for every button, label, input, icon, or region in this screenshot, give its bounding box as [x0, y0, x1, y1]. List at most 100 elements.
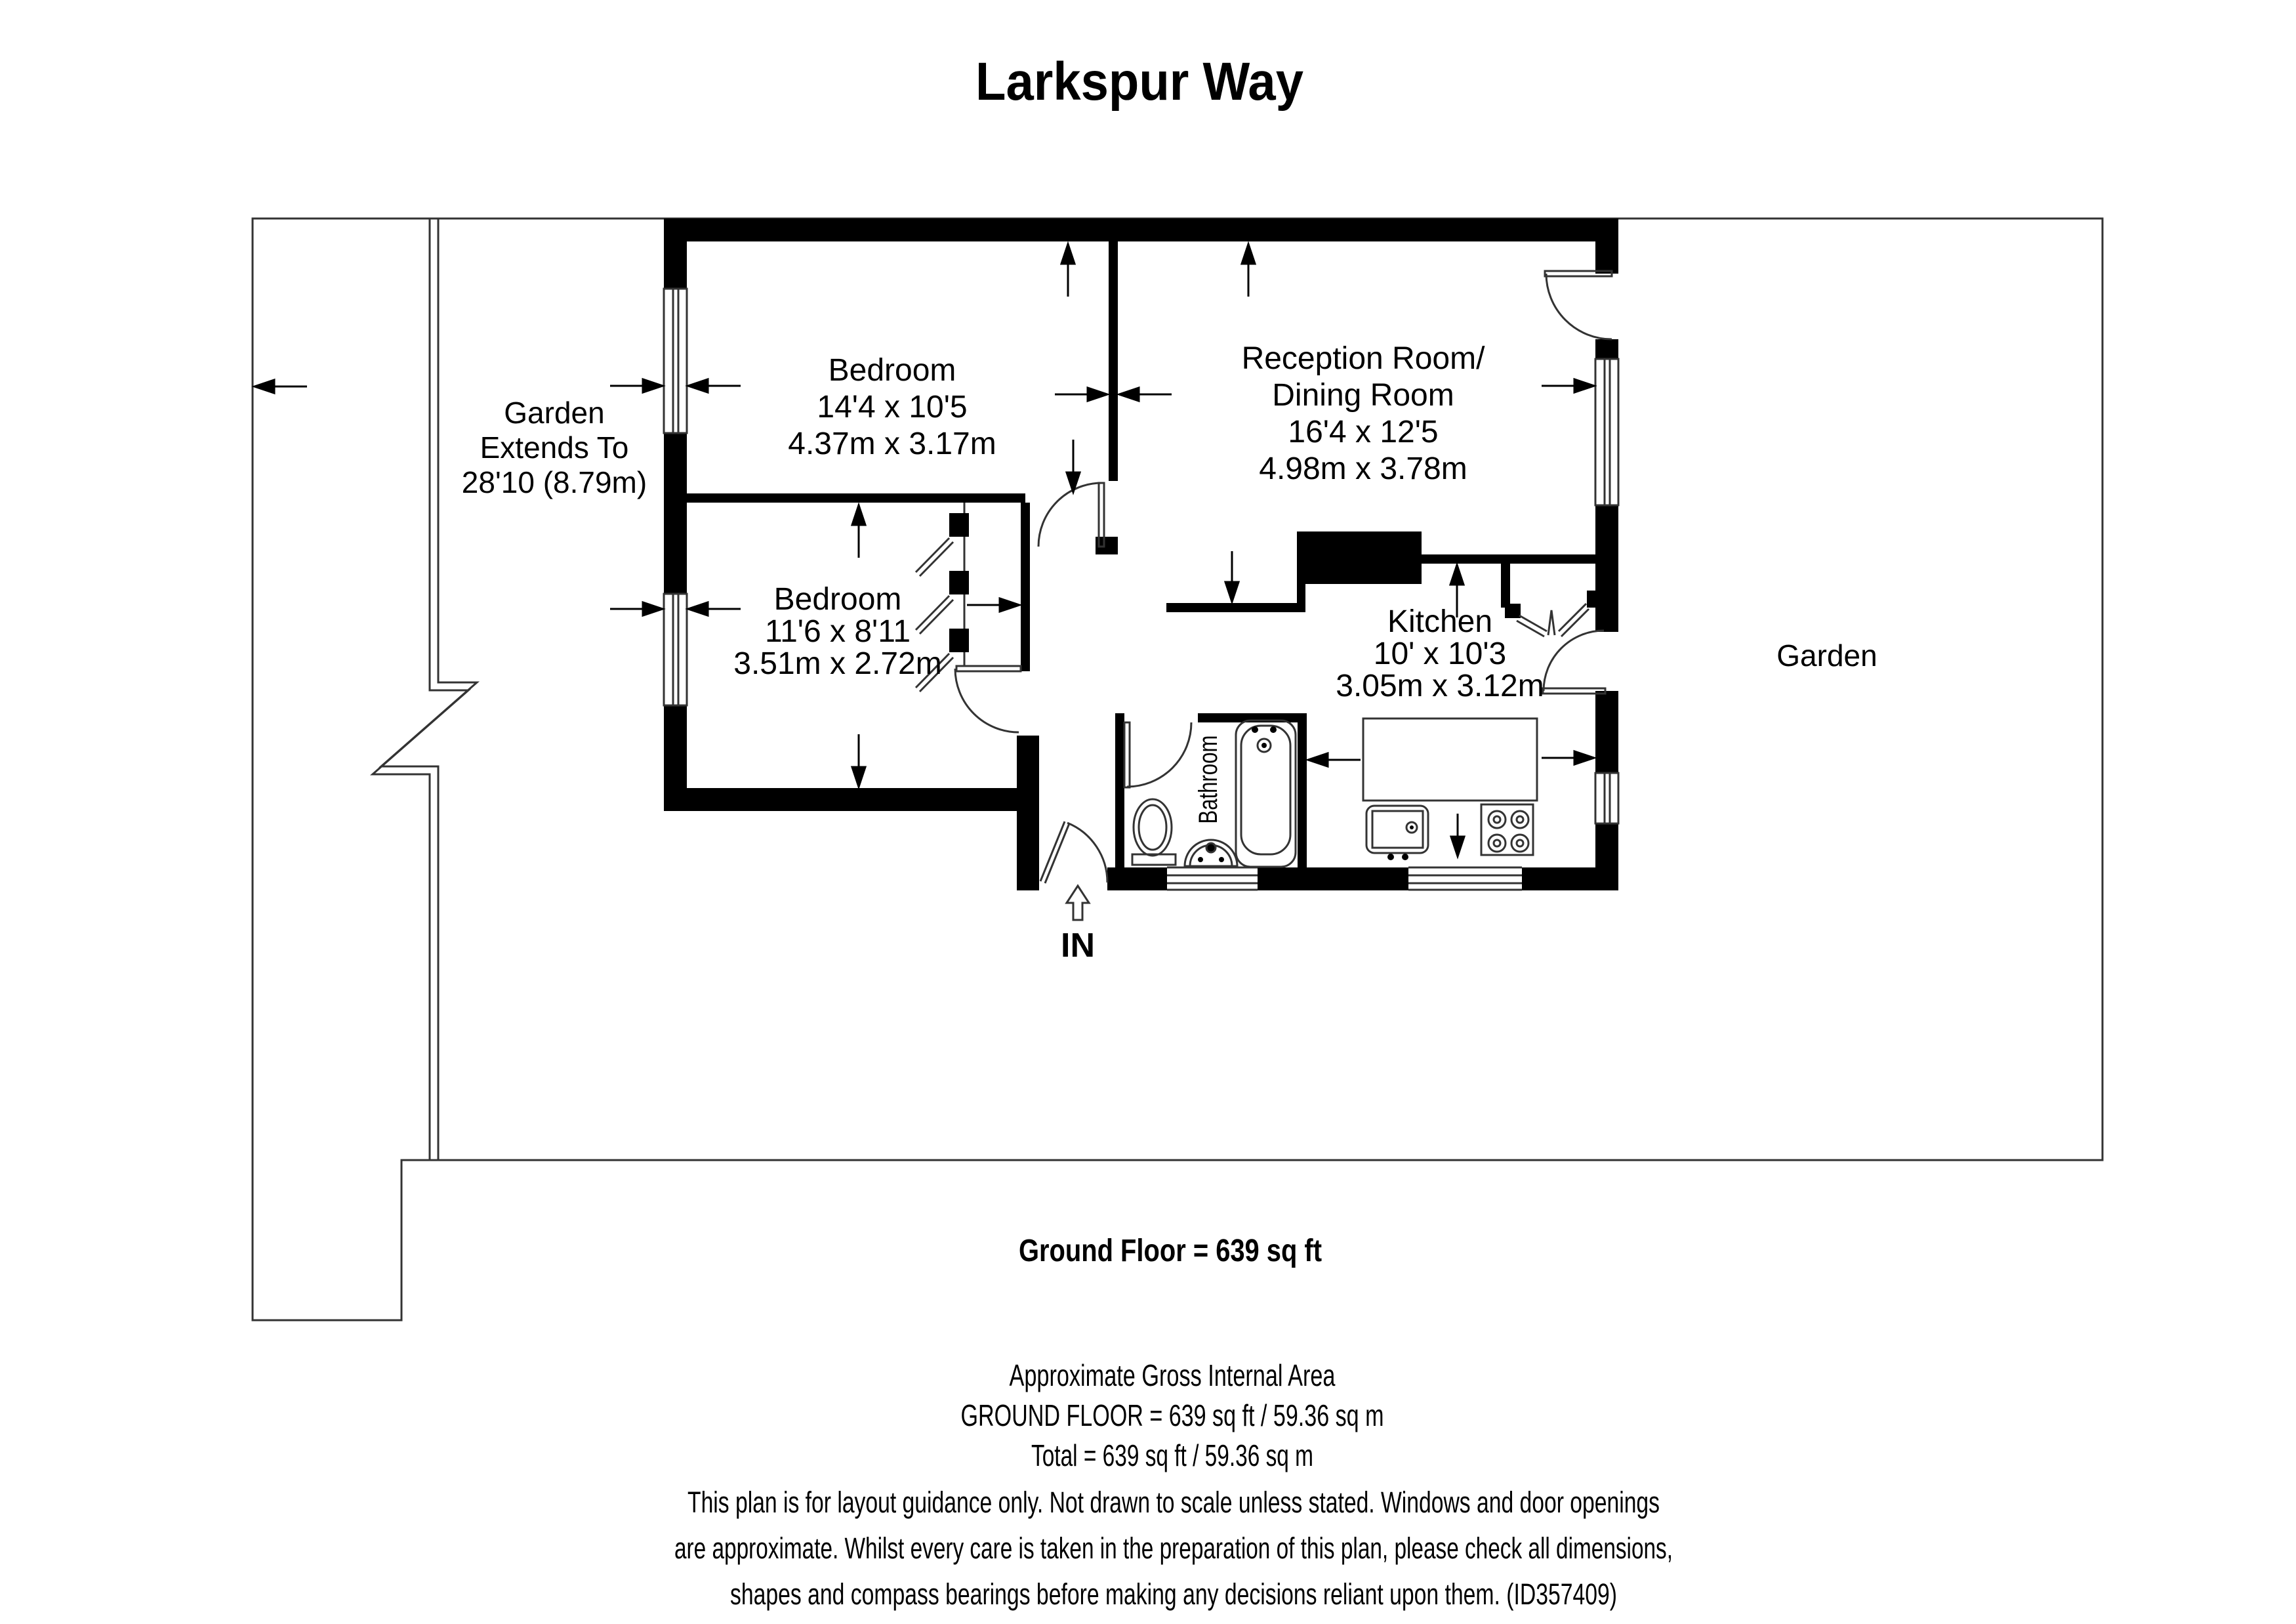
ground-floor-summary: Ground Floor = 639 sq ft — [1019, 1234, 1322, 1268]
door-bedroom1 — [1037, 482, 1105, 548]
reception-size-imperial: 16'4 x 12'5 — [1288, 415, 1438, 449]
garden-extends-line3: 28'10 (8.79m) — [462, 465, 647, 499]
dim-arrow-garden-west — [251, 378, 307, 395]
kitchen-label: Kitchen 10' x 10'3 3.05m x 3.12m — [1336, 604, 1544, 703]
wall-kitchen-stub — [1501, 564, 1510, 608]
interior-walls — [687, 241, 1596, 867]
bedroom2-label: Bedroom 11'6 x 8'11 3.51m x 2.72m — [733, 582, 941, 681]
wall-bathroom-east — [1298, 713, 1307, 867]
wall-east-seg2 — [1595, 339, 1618, 359]
wall-bathroom-west — [1115, 713, 1124, 867]
bedroom2-name: Bedroom — [774, 582, 902, 617]
dim-arrow-reception-west — [1116, 386, 1172, 403]
chimney-breast — [1297, 531, 1422, 584]
dim-arrow-bedroom1-south — [1065, 440, 1082, 495]
bedroom2-size-metric: 3.51m x 2.72m — [733, 646, 941, 681]
bathroom-fixtures — [1131, 719, 1297, 868]
wall-kitchen-stub-foot — [1505, 604, 1521, 618]
dim-arrow-bedroom1-west-in — [685, 377, 741, 394]
window-kitchen-south — [1408, 866, 1522, 891]
dim-arrow-bedroom1-west-out — [610, 377, 666, 394]
reception-name-line2: Dining Room — [1272, 378, 1454, 413]
bedroom1-size-metric: 4.37m x 3.17m — [788, 427, 996, 461]
kitchen-sink — [1365, 804, 1429, 860]
wall-east-seg4 — [1595, 691, 1618, 773]
window-front-threshold — [1167, 866, 1258, 891]
garden-boundary — [251, 217, 2104, 1322]
bathtub — [1235, 719, 1297, 868]
wall-east-seg5 — [1595, 823, 1618, 890]
door-bedroom2 — [954, 665, 1022, 734]
garden-fence-line-b — [379, 219, 480, 1160]
window-reception-east — [1594, 358, 1620, 507]
entrance-in-label: IN — [1061, 927, 1095, 965]
door-front-entrance — [1039, 821, 1109, 884]
wall-bedroom-divider — [687, 493, 1025, 503]
bedroom2-size-imperial: 11'6 x 8'11 — [765, 614, 911, 649]
window-bedroom1-west — [663, 287, 688, 434]
wall-south-seg1 — [1107, 867, 1167, 890]
dim-arrow-bedroom2-west-in — [685, 600, 741, 617]
wall-south-seg2 — [1258, 867, 1408, 890]
door-kitchen-bifold — [1516, 602, 1590, 638]
basin — [1183, 839, 1239, 867]
wall-hall-west — [1017, 736, 1039, 890]
disclaimer-line2: are approximate. Whilst every care is ta… — [674, 1531, 1673, 1565]
chimney-column — [1297, 584, 1305, 603]
dim-arrow-bedroom2-east — [967, 596, 1023, 614]
kitchen-counter — [1362, 717, 1538, 802]
dim-arrow-reception-east — [1542, 377, 1597, 394]
garden-extends-line1: Garden — [504, 396, 604, 430]
toilet — [1131, 798, 1177, 866]
reception-name-line1: Reception Room/ — [1242, 341, 1486, 376]
area-summary-line3: Total = 639 sq ft / 59.36 sq m — [1031, 1438, 1313, 1472]
kitchen-name: Kitchen — [1387, 604, 1492, 639]
wall-kitchen-east-nub — [1587, 591, 1596, 608]
wall-east-seg1 — [1595, 241, 1618, 274]
windows — [663, 287, 1620, 891]
disclaimer-block: This plan is for layout guidance only. N… — [674, 1486, 1673, 1611]
area-summary-line2: GROUND FLOOR = 639 sq ft / 59.36 sq m — [961, 1398, 1384, 1432]
bedroom1-label: Bedroom 14'4 x 10'5 4.37m x 3.17m — [788, 353, 996, 461]
dim-arrow-kitchen-west — [1305, 751, 1361, 768]
bedroom1-name: Bedroom — [829, 353, 956, 388]
dimension-arrows — [251, 241, 1597, 860]
dim-arrow-bedroom2-south — [850, 734, 867, 790]
garden-fence-line-a — [370, 219, 471, 1160]
window-kitchen-east — [1594, 772, 1620, 825]
dim-arrow-reception-north — [1240, 241, 1257, 297]
dim-arrow-kitchen-south — [1449, 814, 1466, 860]
wall-reception-south-west — [1166, 603, 1305, 612]
closet-hinge-blocks — [949, 513, 969, 652]
closet-door-leaves — [914, 537, 954, 693]
area-summary-block: Approximate Gross Internal Area GROUND F… — [961, 1358, 1384, 1472]
wall-west-seg1 — [664, 241, 687, 289]
disclaimer-line1: This plan is for layout guidance only. N… — [687, 1486, 1660, 1519]
dim-arrow-reception-south — [1223, 551, 1240, 605]
wall-east-seg3 — [1595, 505, 1618, 632]
wall-bedroom2-east — [1021, 503, 1030, 671]
area-summary-line1: Approximate Gross Internal Area — [1010, 1358, 1336, 1392]
wall-west-seg2 — [664, 433, 687, 594]
bedroom1-size-imperial: 14'4 x 10'5 — [817, 390, 967, 425]
bathroom-label: Bathroom — [1194, 736, 1223, 824]
kitchen-size-imperial: 10' x 10'3 — [1374, 636, 1506, 671]
garden-outer-boundary — [251, 217, 2104, 1322]
door-reception-garden — [1544, 270, 1613, 341]
entrance-arrow-icon — [1065, 884, 1091, 921]
wall-reception-kitchen-divider — [1422, 554, 1596, 564]
wall-north — [664, 219, 1618, 241]
dim-arrow-bedroom1-north — [1059, 241, 1076, 297]
dim-arrow-kitchen-east — [1542, 749, 1597, 766]
page-title: Larkspur Way — [975, 52, 1303, 112]
kitchen-fixtures — [1362, 717, 1538, 860]
door-kitchen-back — [1542, 629, 1607, 695]
dim-arrow-kitchen-north — [1448, 562, 1466, 617]
disclaimer-line3: shapes and compass bearings before makin… — [730, 1577, 1617, 1611]
dim-arrow-bedroom2-west-out — [610, 600, 666, 617]
exterior-walls — [664, 219, 1618, 890]
reception-size-metric: 4.98m x 3.78m — [1259, 451, 1467, 486]
doors — [954, 270, 1613, 884]
